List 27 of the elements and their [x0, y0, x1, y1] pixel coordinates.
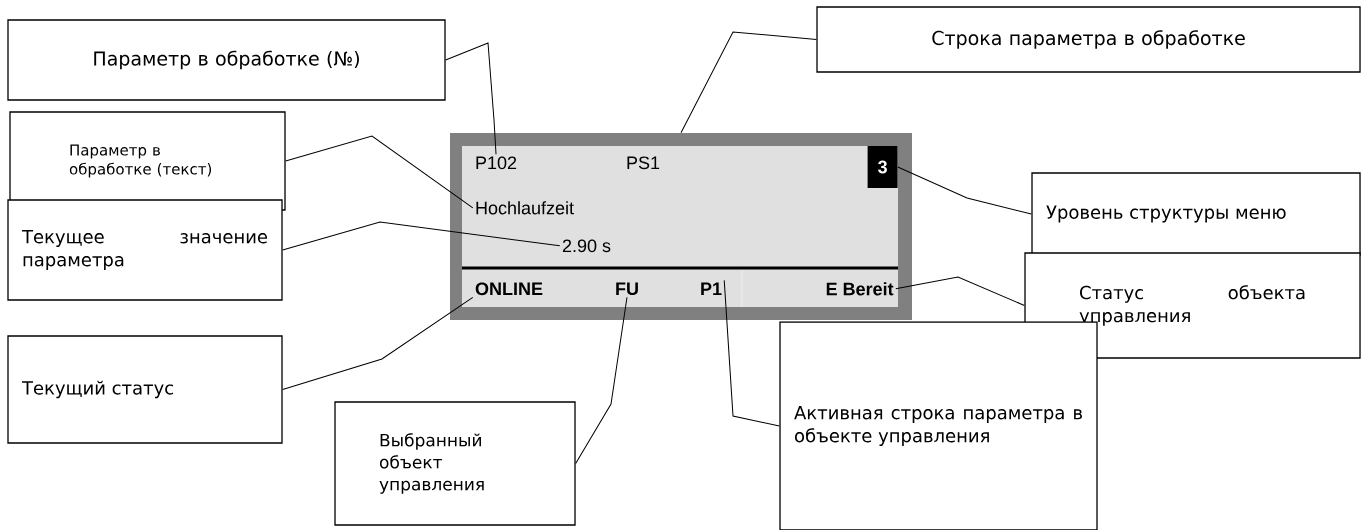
callout-box: Уровень структуры меню	[1031, 172, 1361, 256]
callout-box: Параметр в обработке (№)	[7, 19, 446, 101]
display-text: Hochlaufzeit	[476, 201, 574, 215]
callout-box: Выбранный объект управления	[334, 401, 576, 526]
callout-box: Строка параметра в обработке	[816, 6, 1361, 73]
display-text: ONLINE	[475, 282, 543, 296]
leader-line	[575, 296, 628, 464]
display-text: P102	[476, 156, 517, 170]
display-text: PS1	[627, 156, 660, 170]
leader-line	[895, 276, 1025, 306]
leader-line	[897, 166, 1032, 215]
leader-line	[282, 296, 474, 390]
display-text: FU	[616, 282, 638, 296]
display-text: E Bereit	[826, 282, 894, 296]
callout-box: Статус объекта управления	[1024, 252, 1361, 359]
callout-box: Текущий статус	[7, 335, 283, 444]
callout-box: Текущее значение параметра	[7, 199, 283, 301]
display-text: 2.90 s	[562, 239, 611, 253]
callout-box: Активная строка параметра в объекте управления	[779, 321, 1098, 530]
callout-box: Параметр в обработке (текст)	[9, 111, 286, 211]
leader-line	[680, 31, 817, 134]
leader-line	[285, 135, 474, 209]
leader-line	[282, 221, 561, 251]
leader-line	[723, 279, 780, 427]
display-text: P1	[701, 282, 722, 295]
leader-line	[445, 42, 497, 155]
display-panel	[450, 133, 912, 320]
